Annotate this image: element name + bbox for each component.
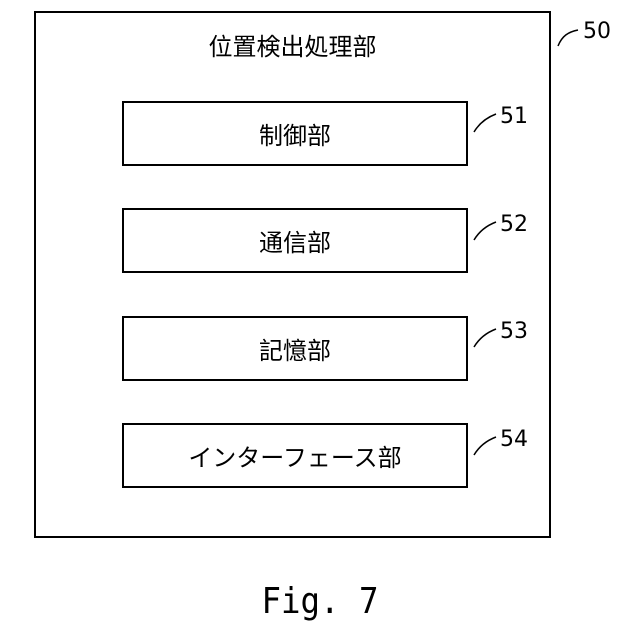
ref-number-50: 50 [583,20,611,44]
ref-number-54: 54 [500,428,528,452]
figure-caption: Fig. 7 [32,580,608,624]
ref-number-52: 52 [500,213,528,237]
position-detection-title: 位置検出処理部 [34,32,551,62]
communication-unit-label: 通信部 [259,223,331,258]
storage-unit-box: 記憶部 [122,316,468,381]
control-unit-box: 制御部 [122,101,468,166]
interface-unit-box: インターフェース部 [122,423,468,488]
interface-unit-label: インターフェース部 [188,438,401,473]
control-unit-label: 制御部 [259,116,331,151]
leader-line-50 [558,30,578,46]
communication-unit-box: 通信部 [122,208,468,273]
ref-number-51: 51 [500,105,528,129]
ref-number-53: 53 [500,320,528,344]
storage-unit-label: 記憶部 [259,331,331,366]
